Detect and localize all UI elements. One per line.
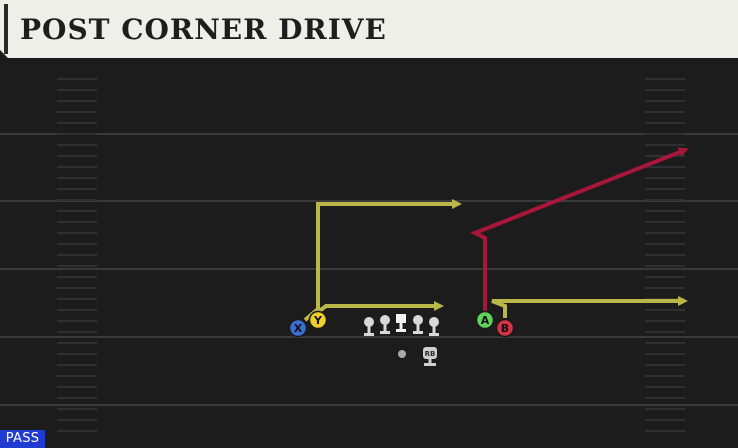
play-type-badge: PASS [0,430,45,448]
hash-mark [57,111,97,113]
hash-mark [57,309,97,311]
hash-mark [57,78,97,80]
hash-mark [645,144,685,146]
center-icon [396,314,406,332]
hash-mark [645,199,685,201]
hash-mark [645,100,685,102]
lineman-icon [380,315,390,334]
hash-mark [57,419,97,421]
hash-mark [57,210,97,212]
route-b [491,296,688,318]
hash-mark [645,430,685,432]
yard-line [0,404,738,406]
route-x [303,199,462,322]
hash-mark [645,309,685,311]
hash-mark [57,408,97,410]
hash-mark [645,353,685,355]
hash-mark [57,166,97,168]
yard-line [0,133,738,135]
hash-mark [57,375,97,377]
yard-line [0,336,738,338]
hash-mark [645,122,685,124]
hash-mark [57,364,97,366]
hash-mark [57,199,97,201]
hash-mark [645,375,685,377]
hash-mark [645,419,685,421]
hash-mark [645,276,685,278]
hash-mark [57,276,97,278]
hash-mark [645,397,685,399]
lineman-icon [364,317,374,336]
player-y[interactable]: Y [308,310,328,330]
hash-mark [57,397,97,399]
hash-mark [645,133,685,135]
hash-mark [645,89,685,91]
hash-mark [645,243,685,245]
route-a [470,147,689,312]
player-x-label: X [294,322,303,335]
hash-mark [57,221,97,223]
hash-mark [645,320,685,322]
hash-mark [645,254,685,256]
lineman-icon [413,315,423,334]
hash-mark [645,232,685,234]
player-a[interactable]: A [475,310,495,330]
player-b[interactable]: B [495,318,515,338]
hash-mark [57,155,97,157]
player-a-label: A [481,314,490,327]
hash-mark [57,386,97,388]
player-y-label: Y [313,314,323,327]
route-y [316,301,444,314]
hash-mark [57,287,97,289]
hash-mark [645,166,685,168]
hash-mark [57,188,97,190]
player-b-label: B [501,322,509,335]
hash-mark [57,89,97,91]
hash-mark [57,265,97,267]
hash-mark [57,144,97,146]
hash-mark [57,243,97,245]
hash-mark [645,188,685,190]
hash-mark [645,265,685,267]
hash-mark [57,430,97,432]
hash-mark [645,177,685,179]
hash-mark [57,320,97,322]
title-accent [4,4,8,54]
hash-mark [57,122,97,124]
hash-mark [645,210,685,212]
hash-mark [645,386,685,388]
hash-mark [57,342,97,344]
hash-mark [57,177,97,179]
hash-mark [57,133,97,135]
hash-mark [645,342,685,344]
play-title: POST CORNER DRIVE [20,13,387,46]
hash-mark [57,353,97,355]
hash-mark [645,408,685,410]
hash-mark [57,331,97,333]
playfield [0,62,738,448]
player-x[interactable]: X [288,318,308,338]
quarterback-icon [398,350,406,358]
running-back-icon: RB [423,347,437,366]
hash-mark [57,254,97,256]
hash-mark [645,78,685,80]
yard-line [0,200,738,202]
hash-mark [645,111,685,113]
rb-label: RB [425,350,436,358]
hash-mark [645,221,685,223]
hash-mark [645,364,685,366]
title-bar: POST CORNER DRIVE [0,0,738,58]
lineman-icon [429,317,439,336]
hash-mark [57,232,97,234]
hash-mark [57,298,97,300]
hash-mark [645,331,685,333]
hash-mark [57,100,97,102]
hash-mark [645,287,685,289]
yard-line [0,268,738,270]
